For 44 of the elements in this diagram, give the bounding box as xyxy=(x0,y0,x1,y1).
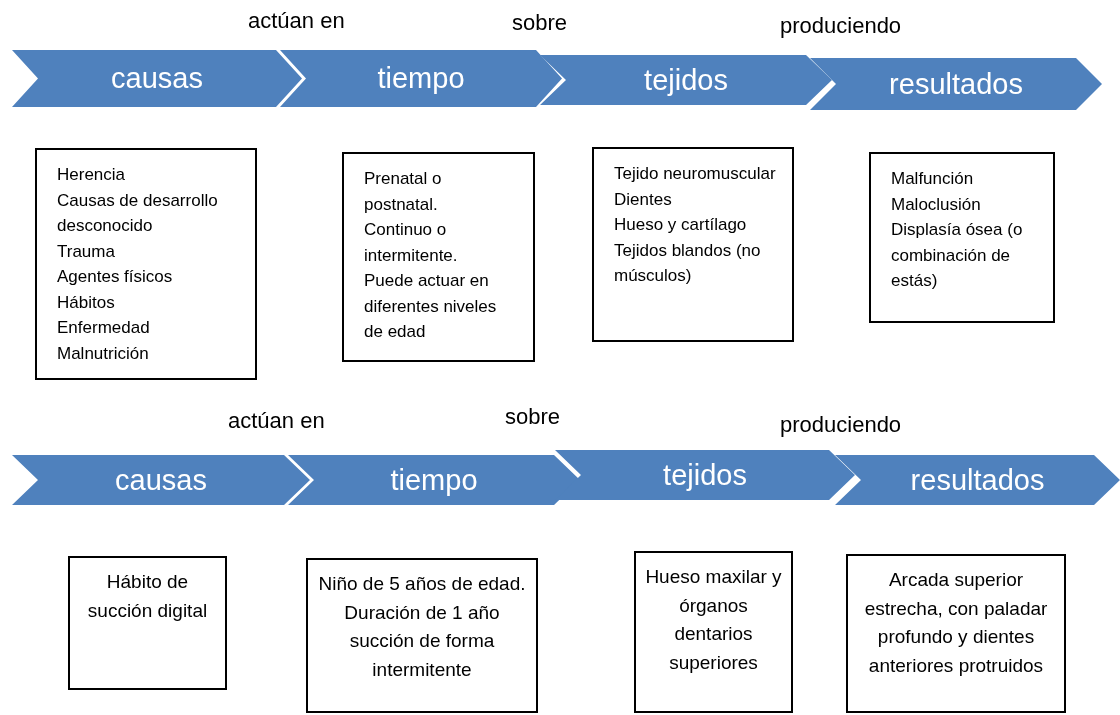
box-text: Herencia xyxy=(57,164,127,186)
box-text: Agentes físicos xyxy=(57,266,174,288)
box-text: Trauma xyxy=(57,240,116,263)
box-text: Hueso maxilar y órganos dentarios superiores xyxy=(644,565,783,675)
box-text: Continuo o intermitente. xyxy=(364,219,459,267)
step-banner: tiempo xyxy=(280,50,562,107)
step-banner: tejidos xyxy=(555,450,855,500)
box-text: Malfunción xyxy=(891,168,975,190)
box-text: Hueso y cartílago xyxy=(614,214,748,236)
connector-word: produciendo xyxy=(780,412,902,438)
text-box xyxy=(35,148,257,380)
box-text: Malnutrición xyxy=(57,342,150,365)
step-banner: tiempo xyxy=(288,455,580,505)
box-text: Displasía ósea (o combinación de estás) xyxy=(891,219,1024,292)
text-box xyxy=(342,152,535,362)
box-text: Hábito de succión digital xyxy=(86,570,209,623)
connector-word: actúan en xyxy=(248,8,345,34)
text-box xyxy=(306,558,538,713)
connector-word: actúan en xyxy=(228,408,325,434)
box-text: Maloclusión xyxy=(891,193,982,216)
step-banner: causas xyxy=(12,455,310,505)
text-box xyxy=(592,147,794,342)
box-text: Tejido neuromuscular xyxy=(614,163,777,185)
box-text: Tejidos blandos (no músculos) xyxy=(614,239,762,287)
box-text: Arcada superior estrecha, con paladar profundo y dientes anteriores protruidos xyxy=(863,568,1049,678)
box-text: Niño de 5 años de edad. xyxy=(317,572,527,596)
step-banner: causas xyxy=(12,50,302,107)
box-text: Enfermedad xyxy=(57,317,151,339)
box-text: Dientes xyxy=(614,188,673,211)
box-text: Hábitos xyxy=(57,291,116,314)
text-box xyxy=(869,152,1055,323)
text-box xyxy=(68,556,227,690)
box-text: Prenatal o postnatal. xyxy=(364,168,443,216)
box-text: Causas de desarrollo desconocido xyxy=(57,189,219,237)
connector-word: sobre xyxy=(505,404,561,430)
step-banner: resultados xyxy=(810,58,1102,110)
step-banner: tejidos xyxy=(540,55,832,105)
text-box xyxy=(846,554,1066,713)
step-banner: resultados xyxy=(835,455,1120,505)
connector-word: sobre xyxy=(512,10,568,36)
text-box xyxy=(634,551,793,713)
box-text: Puede actuar en diferentes niveles de edad xyxy=(364,270,498,343)
box-text: Duración de 1 año succión de forma intermitente xyxy=(343,600,501,682)
connector-word: produciendo xyxy=(780,13,902,39)
